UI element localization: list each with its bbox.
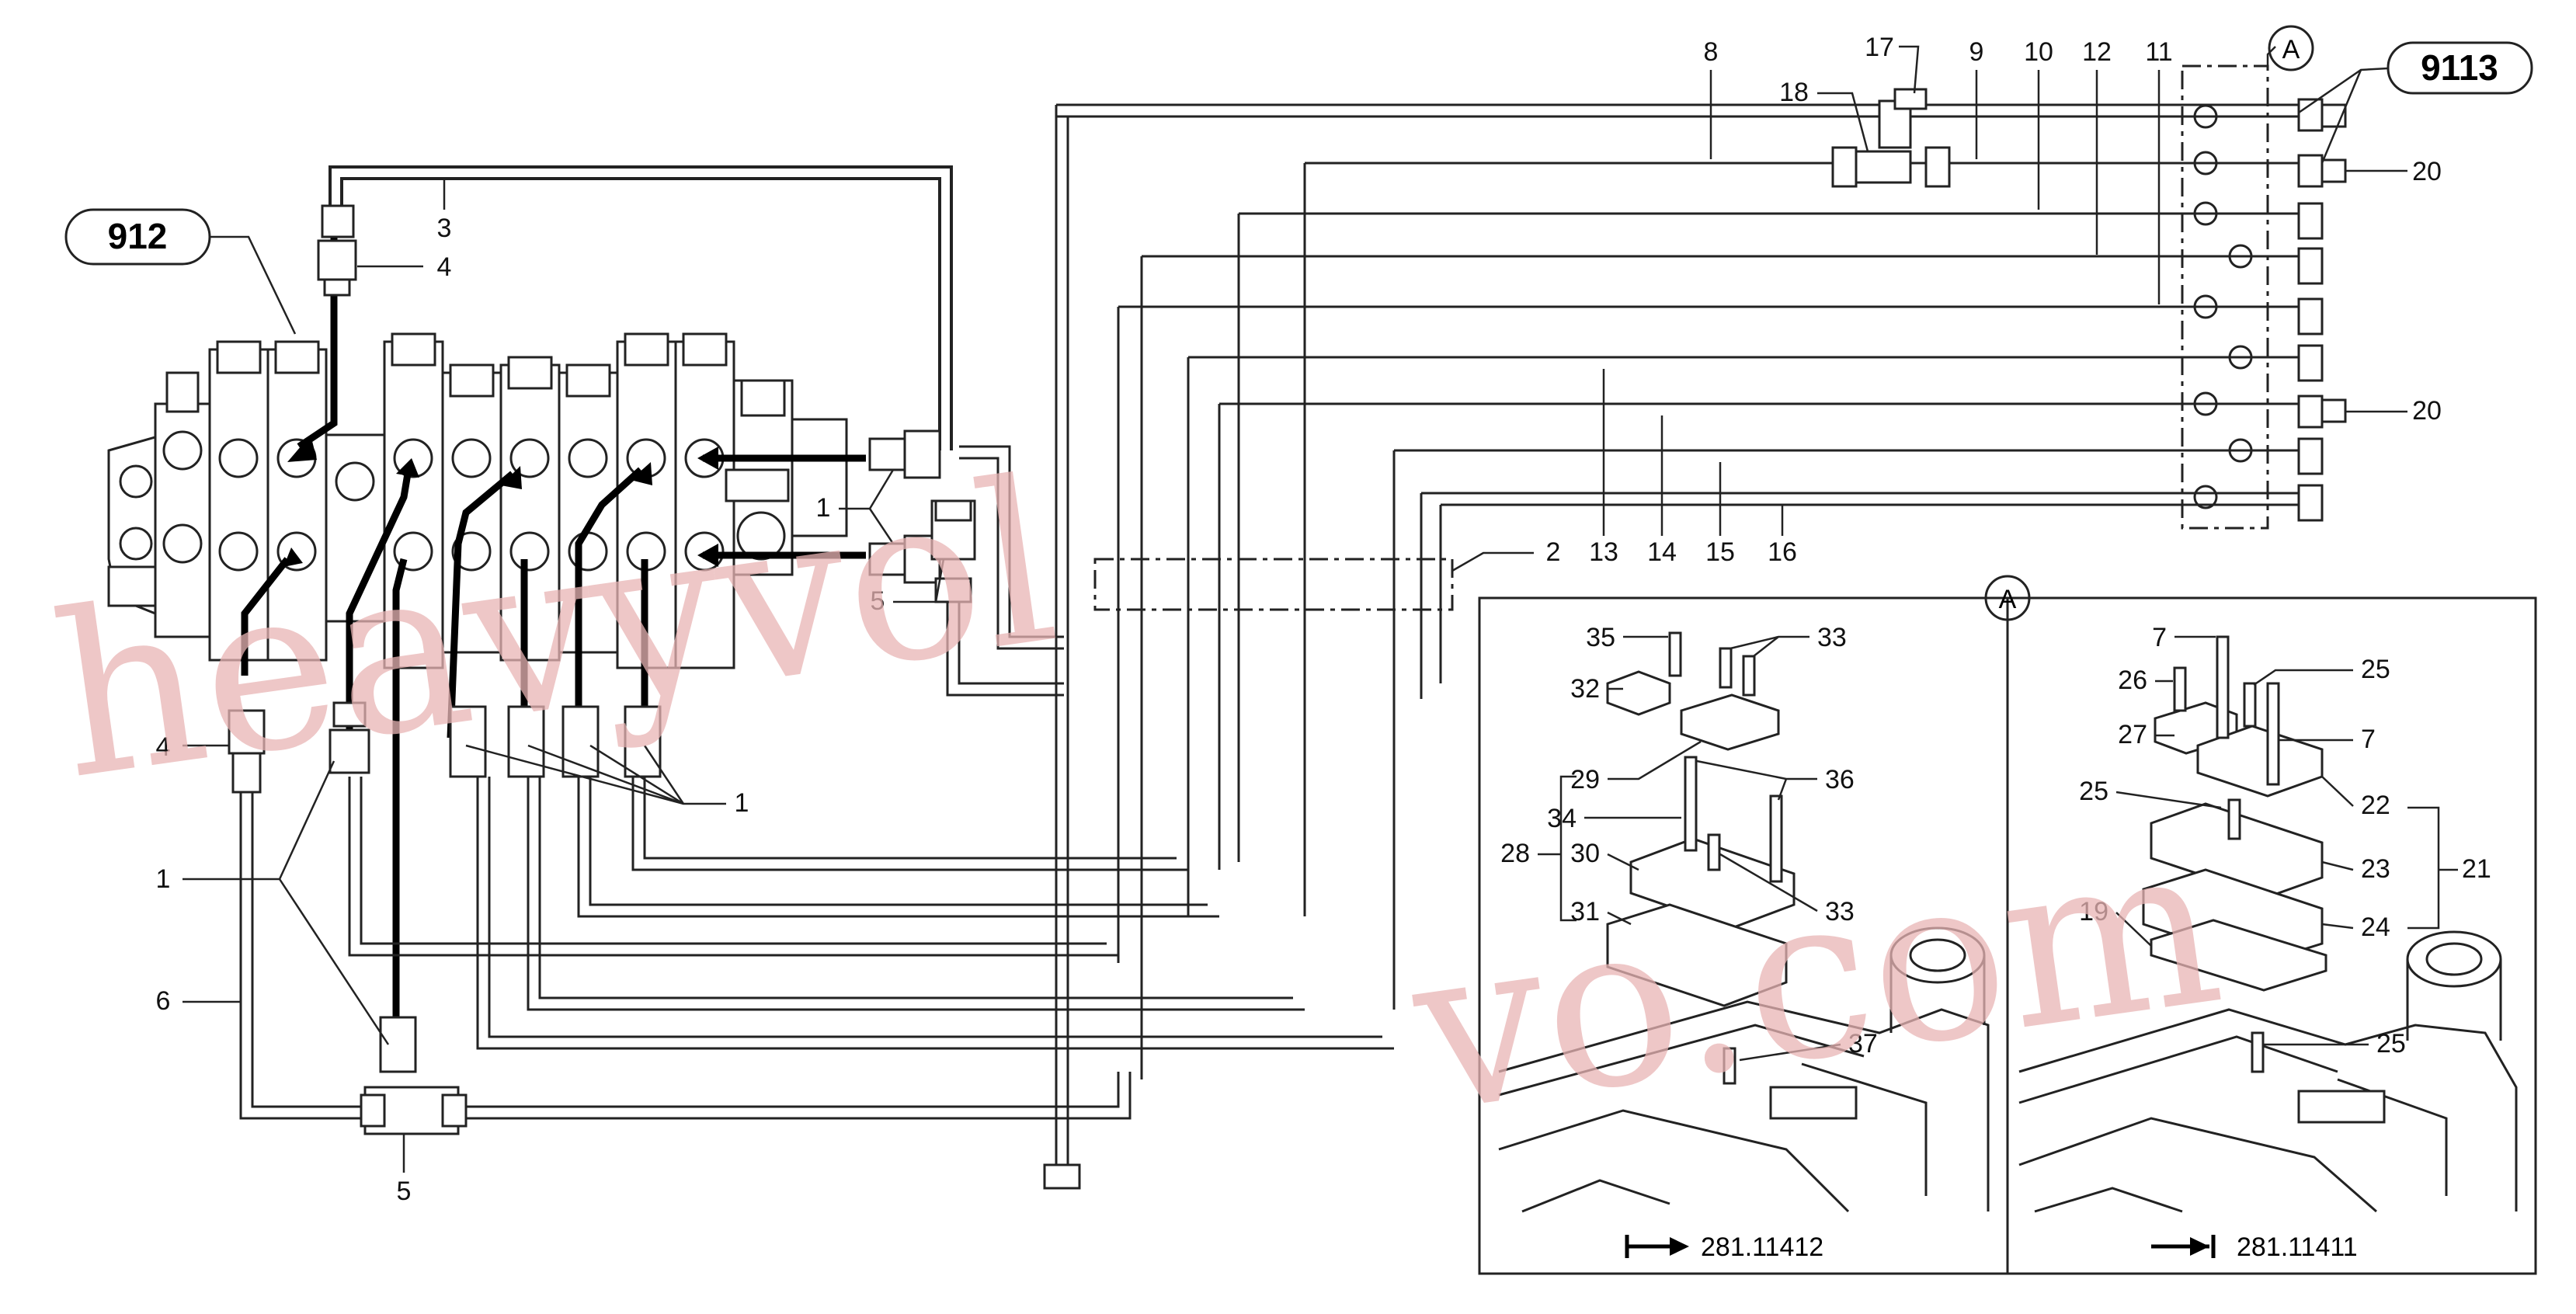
bolt-25-a — [2243, 682, 2257, 728]
bolt-7-b — [2266, 682, 2280, 786]
label-5-bottom: 5 — [397, 1177, 412, 1206]
label-22: 22 — [2361, 791, 2390, 820]
label-35: 35 — [1586, 623, 1615, 652]
label-32: 32 — [1570, 674, 1600, 704]
label-27: 27 — [2118, 720, 2147, 749]
label-37: 37 — [1848, 1029, 1878, 1058]
plate-19 — [2150, 919, 2327, 992]
label-29: 29 — [1570, 765, 1600, 794]
detail-right: 7 26 25 27 7 25 22 23 21 19 24 25 281.11… — [2018, 623, 2518, 1262]
clamp-block-outline: A — [2181, 25, 2314, 530]
detail-left: 35 33 32 29 36 34 28 30 31 33 37 281.114… — [1498, 623, 1990, 1262]
bolt-25-c — [2251, 1031, 2265, 1073]
label-3: 3 — [437, 214, 452, 243]
check-valve-4-left — [228, 709, 266, 755]
region-2-outline — [1093, 558, 1454, 611]
label-21: 21 — [2462, 854, 2491, 884]
label-33-a: 33 — [1817, 623, 1847, 652]
bolt-7-a — [2216, 635, 2230, 739]
label-18: 18 — [1779, 78, 1809, 107]
label-28: 28 — [1500, 839, 1530, 868]
label-33-b: 33 — [1825, 897, 1855, 926]
clamp-half-32 — [1606, 670, 1671, 716]
bolt-26 — [2173, 666, 2187, 712]
bolt-35 — [1668, 631, 1682, 677]
label-24: 24 — [2361, 912, 2390, 942]
callout-9113-text: 9113 — [2421, 47, 2498, 88]
pipe-runs — [239, 103, 2299, 1190]
main-labels: 3 4 4 1 5 1 1 6 5 2 8 17 18 9 10 12 — [156, 33, 2442, 1206]
label-6: 6 — [156, 986, 171, 1016]
fitting-1-bottom — [379, 1016, 417, 1073]
solenoid-caps — [165, 332, 786, 417]
bolt-25-b — [2227, 798, 2241, 840]
label-17: 17 — [1865, 33, 1894, 62]
detail-panels: A — [1478, 575, 2537, 1275]
label-7-b: 7 — [2361, 725, 2376, 754]
clamp-half-29 — [1680, 694, 1780, 751]
label-23: 23 — [2361, 854, 2390, 884]
label-11: 11 — [2145, 37, 2172, 67]
label-20-b: 20 — [2412, 396, 2442, 426]
valve-sections — [154, 340, 848, 669]
ref-281-11411: 281.11411 — [2237, 1232, 2358, 1262]
label-26: 26 — [2118, 666, 2147, 695]
fitting-3-top — [321, 204, 355, 238]
plate — [1769, 1086, 1858, 1120]
label-20-a: 20 — [2412, 157, 2442, 186]
bolt-36-b — [1769, 794, 1783, 883]
circle-a-top: A — [2282, 35, 2300, 64]
tee-17-18 — [1847, 150, 1912, 184]
bolt-33-a — [1719, 647, 1733, 689]
label-31: 31 — [1570, 897, 1600, 926]
label-4-top: 4 — [437, 252, 452, 282]
callout-9113: 9113 — [2298, 41, 2533, 164]
bolt-36-a — [1684, 756, 1698, 852]
check-valve-4-top — [317, 239, 357, 281]
label-10: 10 — [2024, 37, 2053, 67]
label-8: 8 — [1704, 37, 1719, 67]
ref-281-11412: 281.11412 — [1701, 1232, 1823, 1262]
label-9: 9 — [1969, 37, 1984, 67]
label-2: 2 — [1546, 537, 1561, 567]
label-19: 19 — [2079, 897, 2108, 926]
label-1-left: 1 — [156, 864, 171, 894]
label-36: 36 — [1825, 765, 1855, 794]
label-25-b: 25 — [2079, 777, 2108, 806]
bolt-37 — [1723, 1047, 1736, 1085]
label-5-mid: 5 — [871, 586, 885, 616]
label-4-left: 4 — [156, 732, 171, 762]
label-1-mid: 1 — [816, 493, 831, 523]
label-13: 13 — [1589, 537, 1618, 567]
clamp-31 — [1606, 903, 1788, 1007]
label-25-c: 25 — [2376, 1029, 2406, 1058]
label-7-a: 7 — [2152, 623, 2167, 652]
label-16: 16 — [1768, 537, 1797, 567]
valve-ports — [162, 430, 786, 572]
fittings — [228, 204, 976, 1135]
control-valve-block — [107, 332, 848, 669]
callout-912: 912 — [64, 208, 297, 335]
bolt-33-b — [1707, 833, 1721, 871]
circle-a-detail: A — [1999, 585, 2017, 614]
label-30: 30 — [1570, 839, 1600, 868]
clamp-23 — [2150, 802, 2324, 899]
label-25-a: 25 — [2361, 655, 2390, 684]
label-15: 15 — [1705, 537, 1735, 567]
watermark: heavyvol vo.com — [41, 431, 2234, 1164]
right-fittings — [1831, 88, 2347, 522]
callout-912-text: 912 — [108, 216, 168, 256]
label-1-bottom: 1 — [735, 788, 749, 818]
label-12: 12 — [2082, 37, 2112, 67]
label-14: 14 — [1647, 537, 1677, 567]
